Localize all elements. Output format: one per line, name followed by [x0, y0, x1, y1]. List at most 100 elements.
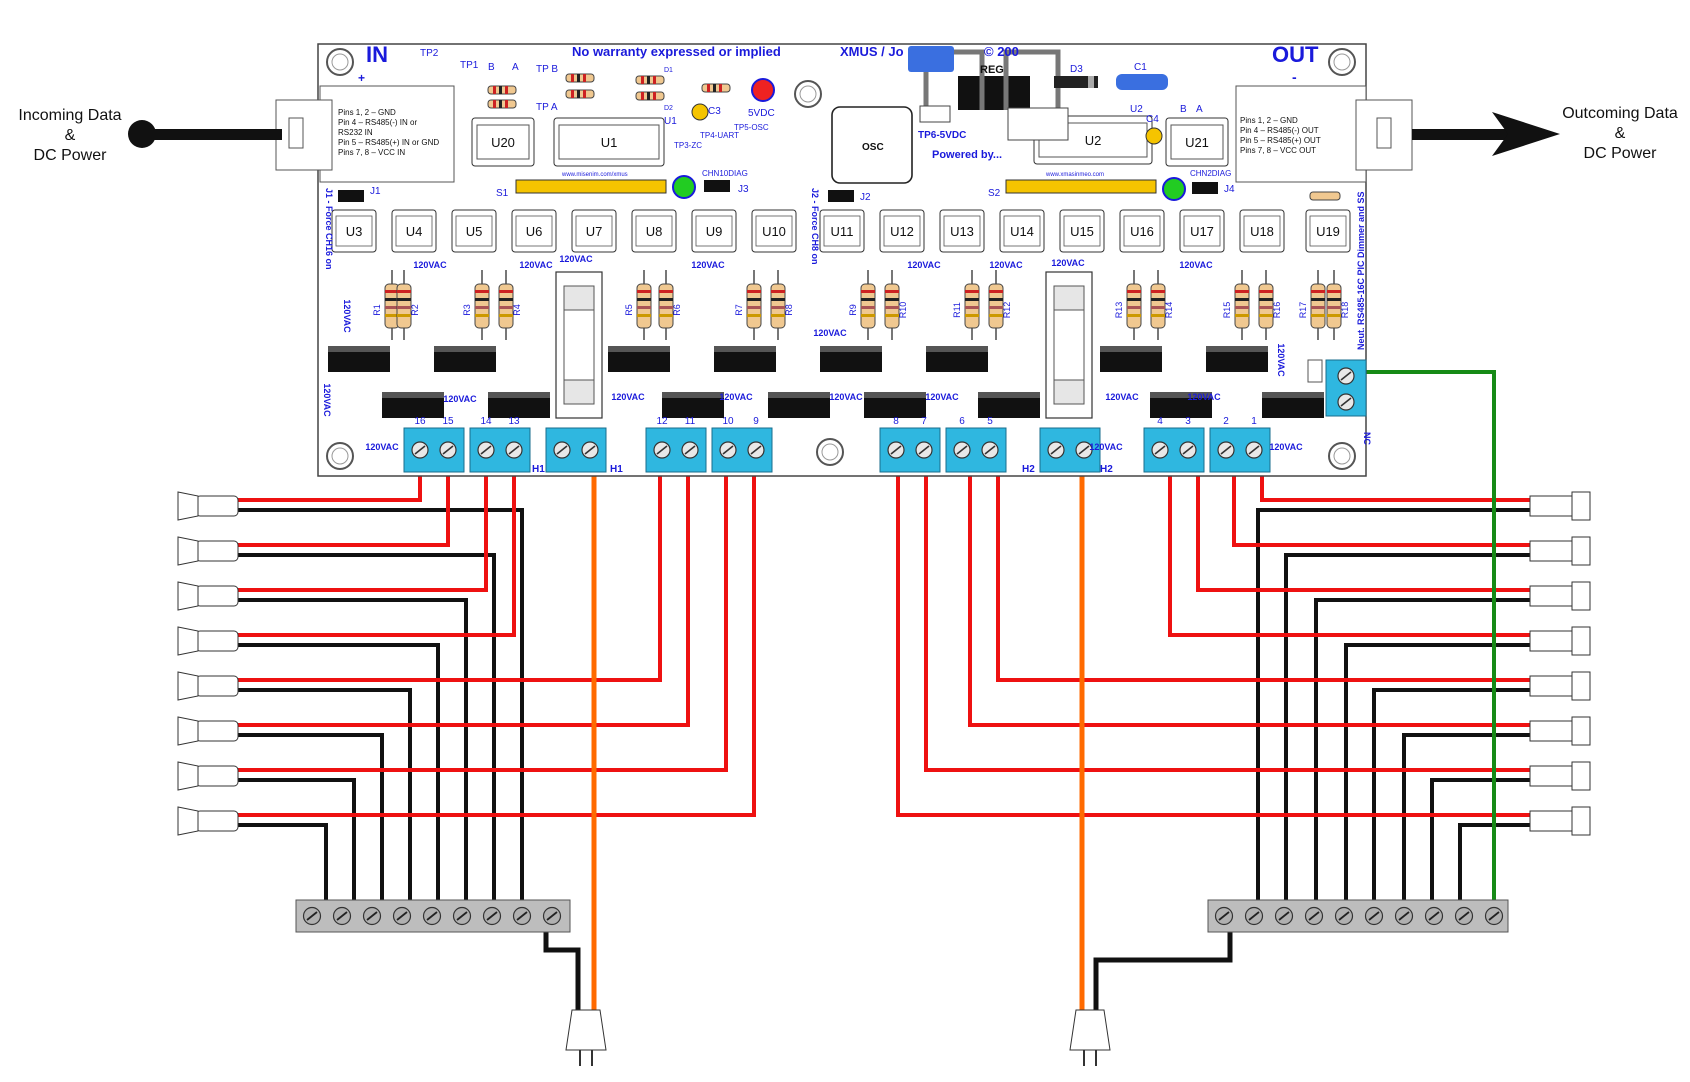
hot-wire: [234, 472, 488, 592]
resistor-label: R17: [1298, 302, 1308, 319]
label-120vac: 120VAC: [719, 392, 753, 402]
chip-label: U17: [1190, 224, 1214, 239]
hot-wire: [968, 472, 1532, 727]
wire-nut: [195, 720, 239, 742]
in-title: IN: [366, 42, 388, 67]
label-120vac: 120VAC: [907, 260, 941, 270]
label-120vac: 120VAC: [1269, 442, 1303, 452]
hot-wire: [1196, 472, 1532, 592]
chip-label: U15: [1070, 224, 1094, 239]
label-120vac: 120VAC: [519, 260, 553, 270]
incoming-cable: [128, 120, 282, 148]
neutral-wire: [1284, 553, 1532, 905]
terminal-number: 9: [753, 416, 759, 427]
wire-nut: [195, 540, 239, 562]
neutral-wire: [234, 733, 384, 905]
c4-label: C4: [1146, 114, 1159, 125]
wire-nut: [195, 585, 239, 607]
chip-label: U11: [831, 224, 854, 239]
d3-label: D3: [1070, 64, 1083, 75]
tpa-label: TP A: [536, 102, 558, 113]
label-120vac: 120VAC: [989, 260, 1023, 270]
terminal-number: 3: [1185, 416, 1191, 427]
label-120vac: 120VAC: [691, 260, 725, 270]
led-red-5vdc: [751, 78, 775, 102]
resistor-label: R8: [784, 304, 794, 316]
tp1-label: TP1: [460, 60, 479, 71]
chip-label: U13: [950, 224, 974, 239]
neutral-wire: [234, 553, 496, 905]
chip-u13: U13: [939, 209, 985, 253]
hot-wire: [234, 472, 728, 772]
wire-nut: [1529, 810, 1573, 832]
neutral-wire: [234, 778, 356, 905]
terminal-number: 10: [722, 416, 734, 427]
terminal-number: 1: [1251, 416, 1257, 427]
chip-u15: U15: [1059, 209, 1105, 253]
j2-force-text: J2 - Force CH8 on: [810, 188, 820, 265]
chip-u5: U5: [451, 209, 497, 253]
chip-label: U16: [1130, 224, 1154, 239]
chip-u3: U3: [331, 209, 377, 253]
terminal-number: 13: [508, 416, 520, 427]
pin-note: RS232 IN: [338, 128, 373, 137]
resistor-label: R2: [410, 304, 420, 316]
wires: [234, 370, 1532, 1010]
label-120vac: 120VAC: [1276, 343, 1286, 377]
resistor-label: R18: [1340, 302, 1350, 319]
in-a-label: A: [512, 62, 519, 73]
wire-nut: [1529, 630, 1573, 652]
s2-strip: [1005, 179, 1157, 194]
terminal-number: 16: [414, 416, 426, 427]
wire-nut: [1529, 720, 1573, 742]
label-120vac: 120VAC: [1051, 258, 1085, 268]
outgoing-label-line2: &: [1614, 125, 1626, 142]
s2-label: S2: [988, 188, 1001, 199]
terminal-number: 5: [987, 416, 993, 427]
d1-label: D1: [664, 67, 673, 74]
terminal-number: 4: [1157, 416, 1163, 427]
ground-wire: [1366, 370, 1496, 905]
wire-nut: [195, 630, 239, 652]
incoming-label-line1: Incoming Data: [18, 107, 122, 124]
chip-label: U3: [346, 224, 363, 239]
chip-label: U20: [491, 135, 515, 150]
wire-nut: [195, 765, 239, 787]
chip-u18: U18: [1239, 209, 1285, 253]
chip-label: U21: [1185, 135, 1209, 150]
chip-u7: U7: [571, 209, 617, 253]
hot-wire: [1232, 472, 1532, 547]
c4-capacitor: [1145, 127, 1163, 145]
label-120vac: 120VAC: [925, 392, 959, 402]
pin-note: Pin 5 – RS485(+) OUT: [1240, 136, 1321, 145]
tp5-label: TP5-OSC: [734, 123, 769, 132]
resistor-label: R4: [512, 304, 522, 316]
resistor-label: R10: [898, 302, 908, 319]
chip-u14: U14: [999, 209, 1045, 253]
led-green-2: [1162, 177, 1186, 201]
chip-label: U19: [1316, 224, 1340, 239]
chip-label: U18: [1250, 224, 1274, 239]
xmus-text: XMUS / Jo: [840, 44, 904, 59]
out-a-label: A: [1196, 104, 1203, 115]
hot-wire: [234, 472, 422, 502]
label-120vac: 120VAC: [1187, 392, 1221, 402]
resistor-label: R15: [1222, 302, 1232, 319]
pin-note: Pins 7, 8 – VCC OUT: [1240, 146, 1317, 155]
neutral-wire: [1372, 688, 1532, 905]
incoming-label-line3: DC Power: [33, 147, 107, 164]
j2-jumper: [828, 190, 854, 202]
pin-note: Pin 4 – RS485(-) IN or: [338, 118, 418, 127]
wire-nut: [1529, 585, 1573, 607]
chip-u9: U9: [691, 209, 737, 253]
pin-note: Pin 5 – RS485(+) IN or GND: [338, 138, 440, 147]
resistor-label: R7: [734, 304, 744, 316]
resistor-label: R1: [372, 304, 382, 316]
5vdc-label: 5VDC: [748, 108, 775, 119]
chip-label: U6: [526, 224, 543, 239]
chip-u11: U11: [819, 209, 865, 253]
wire-nut: [1529, 495, 1573, 517]
